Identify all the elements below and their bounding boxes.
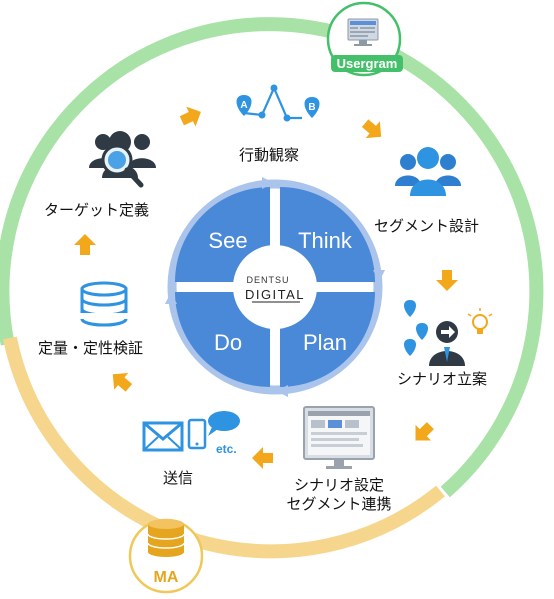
center-logo-line2: DIGITAL: [245, 287, 305, 302]
label-see: See: [208, 228, 247, 253]
ring-arrow-right: [373, 270, 385, 282]
usergram-monitor-icon: [347, 18, 379, 46]
step-scenario-setup-label-1: シナリオ設定: [293, 476, 384, 494]
flow-arrow-4: [415, 422, 434, 441]
step-behavior-label: 行動観察: [239, 146, 300, 164]
step-scenario-plan-label: シナリオ立案: [397, 370, 488, 388]
step-target-label: ターゲット定義: [44, 201, 150, 219]
step-send-label: 送信: [163, 469, 194, 487]
journey-map-icon: A B: [236, 84, 320, 122]
phone-chat-icon: [187, 411, 240, 450]
scenario-idea-icon: [404, 300, 493, 366]
database-icon: [80, 281, 128, 327]
label-plan: Plan: [303, 330, 347, 355]
ma-database-icon: [147, 519, 185, 557]
send-etc-label: etc.: [216, 442, 237, 456]
step-scenario-setup-label-2: セグメント連携: [286, 495, 392, 513]
ring-arrow-left: [165, 292, 177, 304]
segment-people-icon: [395, 147, 461, 196]
usergram-label: Usergram: [337, 56, 398, 71]
ring-arrow-bottom: [276, 385, 288, 397]
ring-arrow-top: [262, 177, 274, 189]
monitor-icon: [303, 406, 375, 469]
ma-label: MA: [154, 569, 179, 586]
inner-ring: [167, 179, 383, 395]
flow-arrow-5: [252, 447, 273, 469]
step-segment-design-label: セグメント設計: [374, 217, 480, 235]
label-do: Do: [214, 330, 242, 355]
center-logo: [233, 245, 317, 329]
usergram-badge: Usergram: [326, 1, 403, 77]
label-think: Think: [298, 228, 353, 253]
flow-arrow-1: [179, 106, 201, 127]
flow-arrow-2: [361, 119, 382, 139]
flow-arrow-7: [74, 234, 96, 255]
flow-arrow-3: [436, 270, 458, 291]
step-verify-label: 定量・定性検証: [38, 339, 144, 357]
target-search-icon: [89, 131, 156, 188]
ma-badge: MA: [128, 518, 204, 594]
map-pin-a: A: [240, 100, 247, 111]
flow-arrow-6: [112, 372, 133, 392]
map-pin-b: B: [308, 102, 315, 113]
center-logo-line1: DENTSU: [246, 275, 289, 285]
mail-icon: [142, 421, 184, 452]
